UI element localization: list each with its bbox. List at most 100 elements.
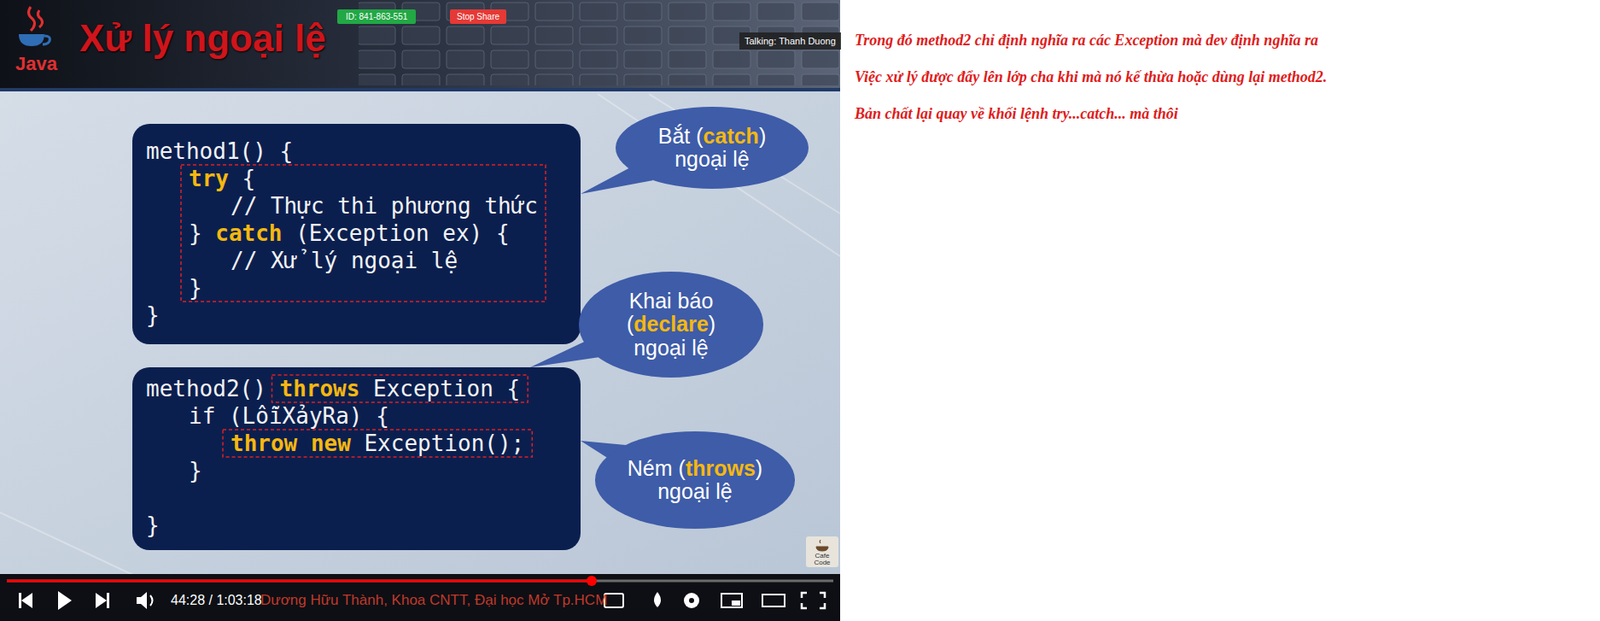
code-text: } (188, 274, 203, 302)
progress-played (6, 579, 592, 583)
miniplayer-icon (721, 593, 742, 608)
code-text: } (188, 456, 203, 485)
text-part: ( (626, 311, 634, 336)
callout-bubble: Bắt (catch) ngoại lệ (615, 106, 809, 189)
text-part: ( (678, 455, 686, 480)
code-line: try { (145, 164, 567, 193)
prev-icon (18, 592, 22, 608)
text-part: Bắt (658, 123, 696, 148)
code-text: method1() { (145, 137, 293, 165)
drop-icon (654, 591, 661, 608)
code-text: // Thực thi phương thức (230, 192, 538, 220)
dashed-frame (222, 429, 532, 457)
note-line: Bản chất lại quay về khối lệnh try...cat… (854, 105, 1179, 123)
text-part: ) (708, 311, 716, 336)
java-cup (18, 34, 45, 47)
code-text: } (145, 301, 160, 329)
logo-box (805, 536, 839, 567)
code-line: } (145, 301, 567, 329)
fullscreen-icon (801, 592, 825, 608)
progress-knob (586, 575, 597, 586)
prev-icon (21, 592, 33, 608)
code-text: (Exception ex) { (295, 219, 509, 247)
keyboard-picture (358, 0, 841, 86)
code-line: // Xử lý ngoại lệ (145, 246, 567, 275)
note-line: Trong đó method2 chỉ định nghĩa ra các E… (854, 31, 1319, 50)
code-text: } (188, 219, 203, 247)
code-text: method2() (145, 374, 267, 403)
code-text: throws (279, 374, 360, 403)
code-text: try (188, 164, 229, 193)
code-text: throw (230, 429, 298, 457)
text-part: Ném (627, 455, 679, 480)
video-ground (0, 0, 841, 621)
code-text: // Xử lý ngoại lệ (230, 246, 458, 275)
code-line: } (145, 274, 567, 302)
control-bar (0, 573, 841, 621)
code-line: throw new Exception(); (145, 429, 567, 457)
code-line: // Thực thi phương thức (145, 192, 567, 220)
lecturer-caption: Dương Hữu Thành, Khoa CNTT, Đại học Mở T… (260, 591, 608, 609)
gear-icon (683, 592, 700, 608)
code-box: method1() {try {// Thực thi phương thức} c… (132, 123, 581, 345)
callout-text: Khai báo (declare) ngoại lệ (626, 289, 716, 361)
meeting-id: ID: 841-863-551 (337, 9, 416, 24)
slide-title: Xử lý ngoại lệ (79, 17, 327, 60)
logo-cup (816, 539, 829, 551)
text-part: ngoại lệ (657, 478, 733, 503)
gear-icon (689, 597, 695, 603)
volume-icon (136, 591, 147, 609)
code-line: } (145, 511, 567, 539)
note-line: Việc xử lý được đẩy lên lớp cha khi mà n… (854, 68, 1327, 87)
java-cup (42, 35, 50, 45)
speaker-tag: Talking: Thanh Duong (739, 32, 841, 50)
code-line: method1() { (145, 137, 567, 165)
text-part: ngoại lệ (674, 146, 750, 171)
code-text: if (LỗiXảyRa) { (188, 402, 390, 430)
java-steam (28, 6, 42, 31)
miniplayer-icon (731, 600, 741, 606)
code-text: Exception(); (363, 429, 525, 457)
channel-logo: Cafe Code (805, 552, 839, 567)
code-line: if (LỗiXảyRa) { (145, 402, 567, 430)
play-icon (58, 590, 72, 610)
subtitle-icon (604, 593, 624, 608)
code-line: method2() throws Exception { (145, 374, 567, 403)
dashed-frame (271, 374, 528, 403)
next-icon (106, 592, 110, 608)
callout-bubble: Khai báo (declare) ngoại lệ (578, 271, 764, 377)
text-part: throws (685, 455, 756, 480)
text-part: catch (703, 123, 760, 148)
code-text: { (242, 164, 257, 193)
text-part: declare (633, 311, 709, 336)
share-button: Stop Share (449, 9, 507, 24)
play-time: 44:28 / 1:03:18 (170, 592, 263, 608)
code-text: Exception { (373, 374, 520, 403)
logo-word: Java (15, 52, 58, 76)
player-icons (18, 590, 825, 610)
slide-stripe (0, 87, 841, 92)
text-part: ngoại lệ (633, 335, 709, 360)
text-part: ) (755, 455, 763, 480)
volume-icon (150, 595, 153, 606)
slide-pattern (0, 93, 841, 577)
code-text: catch (215, 219, 282, 247)
callout-text: Ném (throws) ngoại lệ (627, 456, 763, 504)
code-line: } (145, 456, 567, 485)
code-text: new (310, 429, 351, 457)
progress-track (6, 579, 834, 583)
text-part: Khai báo (629, 288, 714, 313)
dashed-frame (181, 164, 546, 302)
java-logo (18, 6, 50, 47)
code-text: } (145, 511, 160, 539)
code-line: } catch (Exception ex) { (145, 219, 567, 247)
slide-ground (0, 89, 841, 577)
callout-text: Bắt (catch) ngoại lệ (658, 124, 766, 172)
code-line (145, 484, 567, 512)
theater-icon (762, 594, 785, 607)
banner (0, 0, 841, 90)
text-part: ( (695, 123, 703, 148)
callout-bubble: Ném (throws) ngoại lệ (595, 431, 796, 529)
code-box: method2() throws Exception {if (LỗiXảyRa) … (132, 367, 581, 550)
